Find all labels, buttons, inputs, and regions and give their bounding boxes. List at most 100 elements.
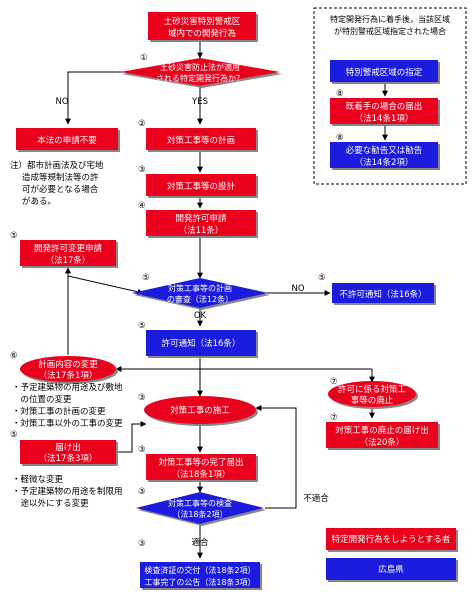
step-number-8-advice: ⑧ (336, 133, 344, 143)
not-required-label: 本法の申請不要 (37, 135, 97, 146)
notify-box (20, 440, 116, 464)
step-number-5-notify: ⑤ (10, 430, 18, 440)
list-item: ・対策工事以外の工事の変更 (12, 419, 123, 429)
start-box (148, 12, 256, 40)
abolish-notify-label-1: 対策工事の廃止の届け出 (335, 425, 429, 436)
abolish-notify-box (326, 422, 438, 448)
deny-label: 不許可通知（法16条） (339, 289, 426, 300)
permit-label: 許可通知（法16条） (162, 338, 241, 349)
list-item: の位置の変更 (12, 395, 72, 405)
advice-box (330, 142, 438, 168)
list-item: ・軽微な変更 (12, 475, 64, 485)
inset-frame (313, 7, 467, 185)
step-number-1: ① (140, 53, 148, 63)
step-number-5-change: ⑤ (10, 231, 18, 241)
certificate-box (140, 562, 260, 588)
apply-label-2: （法11条） (179, 225, 224, 236)
start-label-1: 土砂災害特別警戒区 (164, 16, 241, 27)
step-number-3-construction: ③ (138, 393, 146, 403)
note-line: がある。 (22, 197, 57, 207)
designation-box (330, 60, 438, 82)
step-number-3-inspection: ③ (138, 487, 146, 497)
edge-label-no: NO (55, 97, 68, 107)
review-label-1: 対策工事等の計画 (168, 283, 232, 293)
legend-applicant-label: 特定開発行為をしようとする者 (332, 534, 451, 545)
list-item: ・対策工事の計画の変更 (12, 407, 106, 417)
apply-box (146, 210, 256, 236)
apply-label-1: 開発許可申請 (175, 213, 227, 224)
legend-prefecture-swatch (326, 558, 456, 580)
inset-title-2: が特別警戒区域指定された場合 (334, 26, 446, 36)
change-apply-label-1: 開発許可変更申請 (34, 243, 103, 254)
completion-box (146, 454, 256, 480)
note-line: 造成等規制法等の許 (22, 173, 99, 183)
design-label: 対策工事等の設計 (167, 181, 236, 192)
connectors (65, 40, 388, 559)
plan-label: 対策工事等の計画 (167, 135, 235, 146)
content-change-label-1: 計画内容の変更 (38, 359, 98, 370)
notify-items-list: ・軽微な変更 ・予定建築物の用途を制限用 途以外にする変更 (12, 474, 142, 510)
holder-notice-label-2: （法14条1項） (355, 113, 414, 124)
note-line: 可が必要となる場合 (22, 185, 99, 195)
edge-label-fail: 不適合 (303, 493, 329, 504)
not-required-box (16, 128, 118, 150)
abolish-label-1: 許可に係る対策工 (338, 384, 407, 395)
abolish-notify-label-2: （法20条） (360, 437, 405, 448)
legend-applicant-swatch (326, 528, 456, 550)
change-apply-box (20, 240, 116, 266)
start-label-2: 域内での開発行為 (168, 28, 236, 39)
notify-label-1: 届け出 (55, 442, 81, 453)
q1-label-1: 土砂災害防止法が適用 (160, 62, 240, 72)
inset-title-1: 特定開発行為に着手後，当該区域 (330, 14, 450, 24)
legend-prefecture-label: 広島県 (378, 564, 404, 575)
certificate-label-1: 検査済証の交付（法18条2項） (144, 565, 255, 575)
step-number-2: ② (138, 119, 146, 129)
content-change-oval (20, 356, 116, 382)
design-box (146, 174, 256, 196)
advice-label-1: 必要な勧告又は勧告 (346, 145, 423, 156)
step-number-3-certificate: ③ (138, 539, 146, 549)
list-item: ・予定建築物の用途を制限用 (12, 487, 123, 497)
review-label-2: の審査（法12条） (167, 294, 233, 304)
edge-label-ok: OK (194, 311, 207, 321)
list-item: ・予定建築物の用途及び敷地 (12, 383, 123, 393)
edge-label-yes: YES (191, 97, 208, 107)
step-number-7-abolish-notify: ⑦ (330, 413, 338, 423)
abolish-oval (328, 381, 416, 407)
step-number-3-completion: ③ (138, 445, 146, 455)
completion-label-2: （法18条1項） (172, 469, 231, 480)
change-items-list: ・予定建築物の用途及び敷地 の位置の変更 ・対策工事の計画の変更 ・対策工事以外… (12, 382, 142, 430)
step-number-8-holder: ⑧ (336, 89, 344, 99)
holder-notice-box (330, 98, 438, 124)
step-number-3: ③ (138, 165, 146, 175)
designation-label: 特別警戒区域の指定 (346, 67, 423, 78)
step-number-5-permit: ⑤ (138, 321, 146, 331)
step-number-7-abolish: ⑦ (330, 377, 338, 387)
abolish-label-2: 事等の廃止 (351, 395, 394, 406)
edge-label-ng: NO (291, 284, 304, 294)
step-number-5-review: ⑤ (142, 273, 150, 283)
holder-notice-label-1: 既着手の場合の届出 (346, 101, 423, 112)
plan-box (146, 128, 256, 150)
notify-label-2: （法17条3項） (39, 453, 98, 464)
decision-inspection (136, 492, 264, 524)
step-number-6: ⑥ (10, 351, 18, 361)
inspection-label-2: （法18条2項） (172, 509, 227, 519)
construction-oval (144, 396, 256, 424)
decision-review (132, 278, 268, 308)
step-number-5-deny: ⑤ (318, 273, 326, 283)
decision-q1 (120, 58, 280, 86)
note-other-permits: 注）都市計画法及び宅地 造成等規制法等の許 可が必要となる場合 がある。 (10, 160, 140, 208)
edge-label-pass: 適合 (191, 537, 209, 548)
certificate-label-2: 工事完了の公告（法18条3項） (144, 577, 255, 587)
change-apply-label-2: （法17条） (46, 255, 91, 266)
content-change-label-2: （法17条1項） (39, 370, 98, 381)
permit-box (146, 330, 256, 356)
list-item: 途以外にする変更 (12, 499, 89, 509)
completion-label-1: 対策工事等の完了届出 (158, 457, 243, 468)
note-line: 注）都市計画法及び宅地 (10, 161, 104, 171)
step-number-4: ④ (138, 201, 146, 211)
construction-label: 対策工事の施工 (170, 405, 230, 416)
q1-label-2: される特定開発行為か？ (156, 73, 244, 83)
